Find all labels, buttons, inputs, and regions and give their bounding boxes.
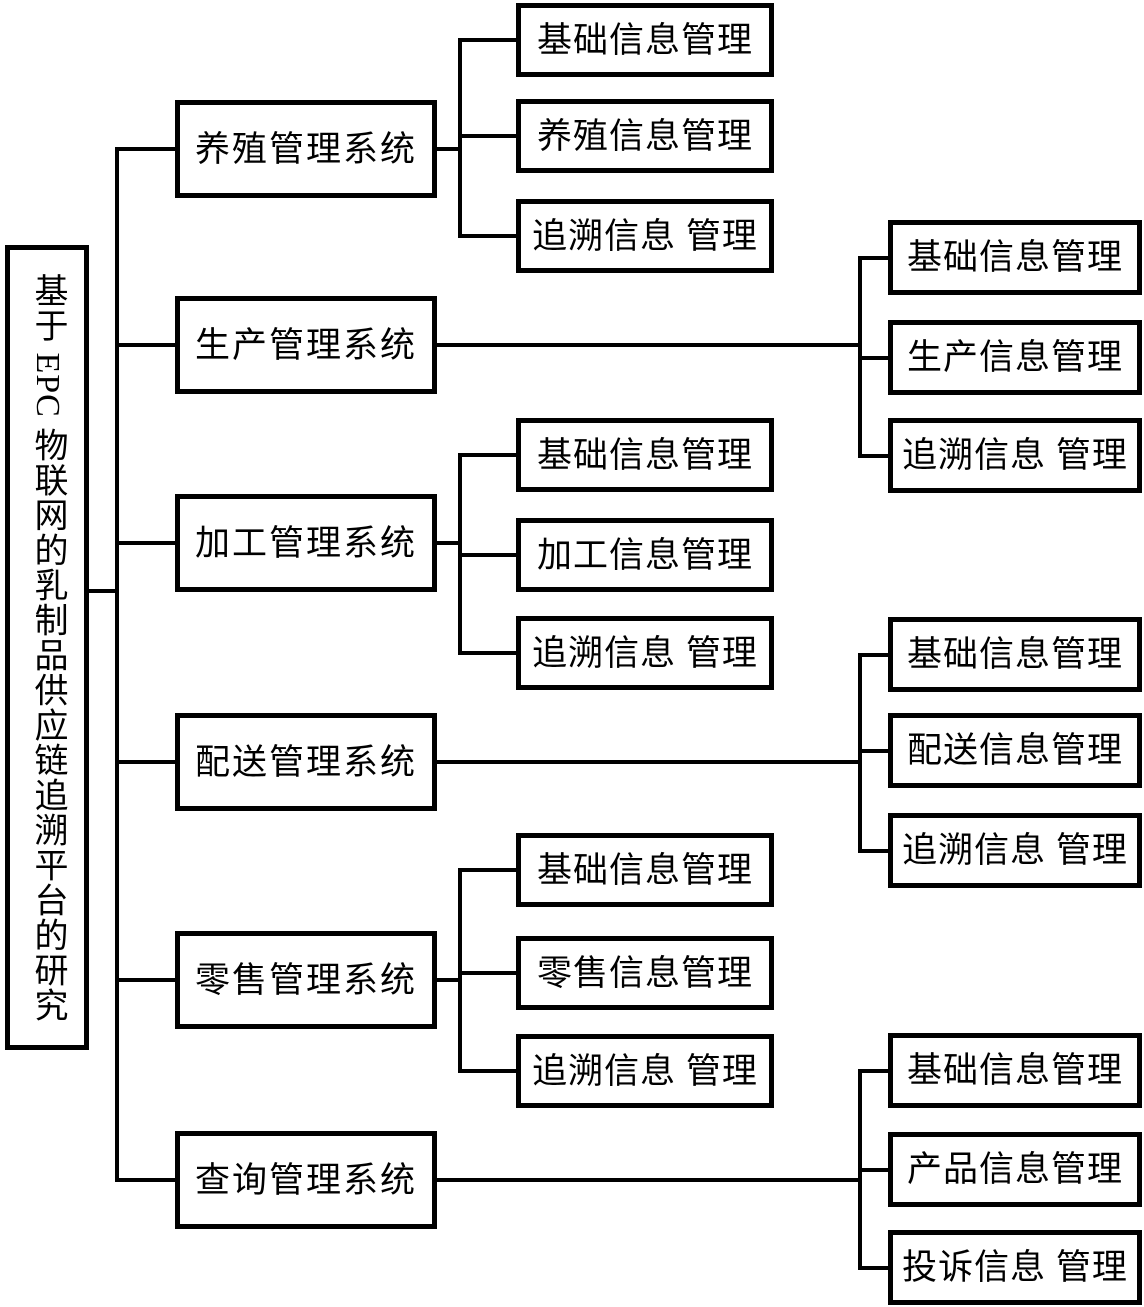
leaf-node: 基础信息管理 <box>516 418 774 492</box>
leaf-node: 生产信息管理 <box>888 320 1142 395</box>
leaf-node: 零售信息管理 <box>516 936 774 1010</box>
system-node-retail: 零售管理系统 <box>175 931 437 1029</box>
leaf-node: 加工信息管理 <box>516 518 774 592</box>
leaf-node-label: 加工信息管理 <box>536 535 753 575</box>
leaf-node-label: 追溯信息 管理 <box>902 436 1128 475</box>
leaf-node-label: 追溯信息 管理 <box>902 831 1128 870</box>
leaf-node: 基础信息管理 <box>888 617 1142 692</box>
leaf-node: 基础信息管理 <box>888 220 1142 295</box>
leaf-node: 基础信息管理 <box>516 3 774 77</box>
leaf-node-label: 产品信息管理 <box>906 1150 1123 1189</box>
system-node-breeding: 养殖管理系统 <box>175 100 437 198</box>
system-node-query: 查询管理系统 <box>175 1131 437 1229</box>
root-node: 基于 EPC 物联网的乳制品供应链追溯平台的研究 <box>5 245 89 1050</box>
system-node-label: 生产管理系统 <box>194 325 417 365</box>
leaf-node-label: 基础信息管理 <box>906 238 1123 277</box>
leaf-node: 追溯信息 管理 <box>516 1034 774 1108</box>
system-node-distribution: 配送管理系统 <box>175 713 437 811</box>
system-node-label: 配送管理系统 <box>194 742 417 782</box>
leaf-node-label: 投诉信息 管理 <box>902 1248 1128 1287</box>
leaf-node-label: 追溯信息 管理 <box>532 216 758 256</box>
leaf-node-label: 配送信息管理 <box>906 731 1123 770</box>
leaf-node: 养殖信息管理 <box>516 99 774 173</box>
leaf-node-label: 基础信息管理 <box>906 635 1123 674</box>
connector-path <box>87 38 890 1270</box>
leaf-node: 配送信息管理 <box>888 713 1142 788</box>
system-node-label: 加工管理系统 <box>194 523 417 563</box>
leaf-node: 基础信息管理 <box>516 833 774 907</box>
leaf-node-label: 零售信息管理 <box>536 953 753 993</box>
leaf-node: 投诉信息 管理 <box>888 1230 1142 1305</box>
leaf-node: 基础信息管理 <box>888 1033 1142 1108</box>
leaf-node-label: 基础信息管理 <box>536 850 753 890</box>
leaf-node-label: 基础信息管理 <box>536 20 753 60</box>
leaf-node-label: 生产信息管理 <box>906 338 1123 377</box>
leaf-node: 产品信息管理 <box>888 1132 1142 1207</box>
system-node-label: 查询管理系统 <box>194 1160 417 1200</box>
leaf-node-label: 基础信息管理 <box>536 435 753 475</box>
leaf-node: 追溯信息 管理 <box>516 199 774 273</box>
root-node-label: 基于 EPC 物联网的乳制品供应链追溯平台的研究 <box>29 272 66 1023</box>
system-node-label: 养殖管理系统 <box>194 129 417 169</box>
system-node-production: 生产管理系统 <box>175 296 437 394</box>
leaf-node: 追溯信息 管理 <box>888 418 1142 493</box>
system-node-label: 零售管理系统 <box>194 960 417 1000</box>
leaf-node: 追溯信息 管理 <box>888 813 1142 888</box>
leaf-node-label: 基础信息管理 <box>906 1051 1123 1090</box>
leaf-node: 追溯信息 管理 <box>516 616 774 690</box>
leaf-node-label: 追溯信息 管理 <box>532 1051 758 1091</box>
system-node-processing: 加工管理系统 <box>175 494 437 592</box>
leaf-node-label: 养殖信息管理 <box>536 116 753 156</box>
leaf-node-label: 追溯信息 管理 <box>532 633 758 673</box>
